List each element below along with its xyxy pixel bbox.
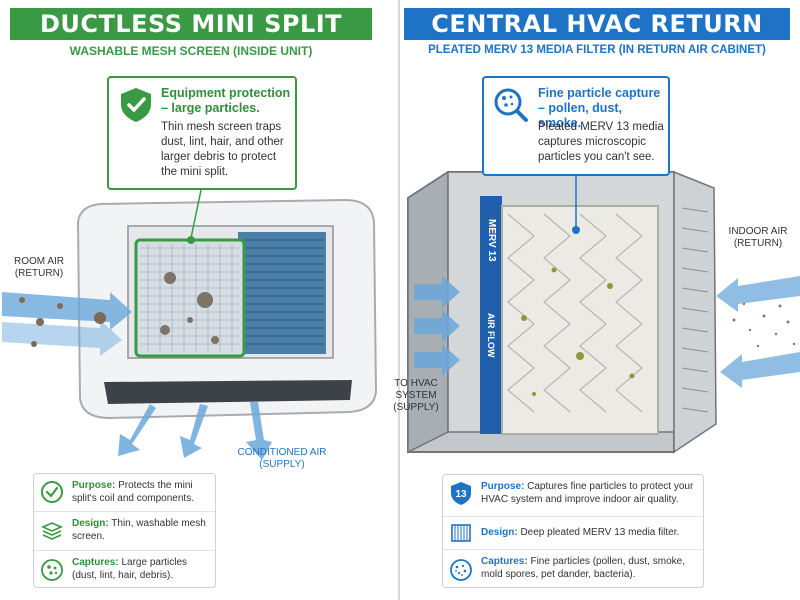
callout-title: Fine particle capture – pollen, dust, sm…: [538, 86, 661, 130]
callout-body: Thin mesh screen traps dust, lint, hair,…: [161, 121, 284, 178]
shield-check-icon: [121, 88, 151, 122]
mini-split-banner: DUCTLESS MINI SPLIT: [10, 8, 372, 40]
return-air-cabinet-illustration: [407, 170, 800, 454]
central-hvac-banner: CENTRAL HVAC RETURN: [404, 8, 790, 40]
mini-split-info-box: Purpose: Protects the mini split's coil …: [33, 473, 216, 588]
indoor-air-label: INDOOR AIR (RETURN): [728, 226, 788, 249]
equipment-protection-callout: Equipment protection – large particles. …: [107, 76, 297, 190]
mesh-layers-icon: [41, 522, 63, 540]
mini-split-unit-illustration: [2, 189, 378, 460]
callout-body: Pleated MERV 13 media captures microscop…: [538, 121, 664, 163]
central-hvac-panel: CENTRAL HVAC RETURN PLEATED MERV 13 MEDI…: [393, 0, 800, 600]
pleated-filter-icon: [451, 524, 471, 542]
fine-particle-callout: Fine particle capture – pollen, dust, sm…: [482, 76, 670, 176]
mini-split-subtitle: WASHABLE MESH SCREEN (INSIDE UNIT): [69, 44, 313, 58]
svg-text:13: 13: [455, 489, 467, 500]
callout-title: Equipment protection – large particles.: [161, 86, 291, 115]
info-row-purpose: 13 Purpose: Captures fine particles to p…: [443, 475, 703, 515]
info-row-purpose: Purpose: Protects the mini split's coil …: [34, 474, 215, 510]
info-row-captures: Captures: Large particles (dust, lint, h…: [34, 550, 215, 588]
conditioned-air-label: CONDITIONED AIR (SUPPLY): [237, 447, 327, 470]
checkmark-icon: [41, 481, 63, 503]
panel-divider: [398, 0, 400, 600]
to-hvac-system-label: TO HVAC SYSTEM (SUPPLY): [393, 378, 439, 413]
magnifier-particles-icon: [494, 88, 528, 122]
mini-split-panel: DUCTLESS MINI SPLIT WASHABLE MESH SCREEN…: [0, 0, 396, 600]
filter-airflow-label: AIR FLOW: [486, 312, 496, 358]
central-hvac-info-box: 13 Purpose: Captures fine particles to p…: [442, 474, 704, 588]
fine-particles-icon: [450, 559, 472, 581]
info-row-captures: Captures: Fine particles (pollen, dust, …: [443, 549, 703, 589]
central-hvac-subtitle: PLEATED MERV 13 MEDIA FILTER (IN RETURN …: [428, 44, 766, 56]
particles-icon: [41, 559, 63, 581]
info-row-design: Design: Thin, washable mesh screen.: [34, 511, 215, 549]
room-air-label: ROOM AIR (RETURN): [13, 256, 64, 279]
filter-merv-label: MERV 13: [486, 218, 497, 262]
info-row-design: Design: Deep pleated MERV 13 media filte…: [443, 516, 703, 548]
merv-13-shield-icon: 13: [451, 482, 471, 505]
